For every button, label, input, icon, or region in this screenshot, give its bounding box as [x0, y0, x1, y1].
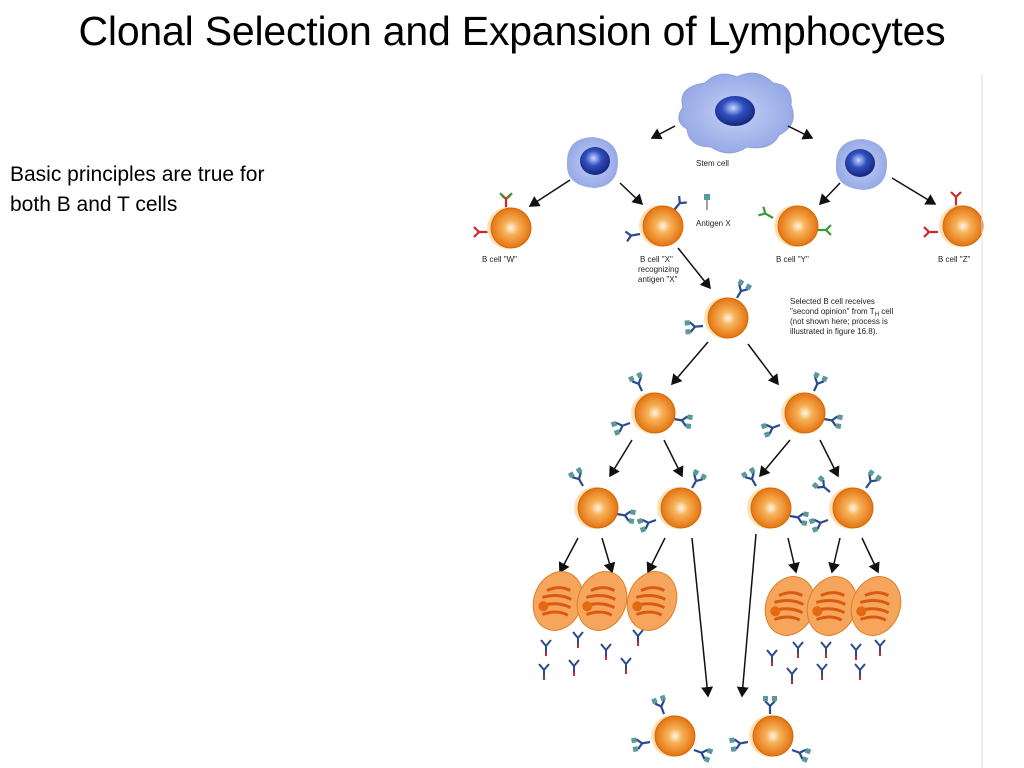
memory-cell-left — [629, 693, 715, 764]
progenitor-cell-right — [835, 139, 888, 190]
svg-text:Selected B cell receives: Selected B cell receives — [790, 297, 875, 306]
label-b-cell-x-2: recognizing — [638, 265, 679, 274]
body-line-1: Basic principles are true for — [10, 163, 265, 186]
plasma-cell-3 — [617, 563, 687, 639]
plasma-cell-2 — [567, 563, 637, 639]
selected-note: Selected B cell receives "second opinion… — [790, 297, 893, 336]
label-stem-cell: Stem cell — [696, 159, 729, 168]
progenitor-cell-left — [566, 137, 619, 188]
label-b-cell-x-1: B cell "X" — [640, 255, 673, 264]
svg-text:(not shown here; process is: (not shown here; process is — [790, 317, 888, 326]
b-cell-y — [757, 204, 833, 248]
clone-gen2-right — [759, 370, 845, 439]
clone-gen3-1 — [566, 465, 638, 530]
slide-title: Clonal Selection and Expansion of Lympho… — [78, 8, 946, 54]
label-antigen-x: Antigen X — [696, 219, 731, 228]
svg-text:"second opinion" from TH cell: "second opinion" from TH cell — [790, 307, 893, 318]
label-b-cell-x-3: antigen "X" — [638, 275, 678, 284]
label-b-cell-z: B cell "Z" — [938, 255, 971, 264]
plasma-cell-6 — [841, 568, 911, 644]
selected-b-cell — [683, 277, 754, 340]
b-cell-z — [922, 190, 984, 248]
clone-gen3-3 — [739, 465, 811, 530]
b-cell-x — [624, 194, 688, 248]
svg-text:illustrated in figure 16.8).: illustrated in figure 16.8). — [790, 327, 878, 336]
memory-cell-right — [727, 694, 813, 764]
clone-gen3-4 — [807, 468, 884, 534]
body-line-2: both B and T cells — [10, 193, 178, 216]
free-antibodies — [538, 629, 886, 685]
clone-gen3-2 — [635, 467, 709, 534]
label-b-cell-y: B cell "Y" — [776, 255, 809, 264]
slide-body-text: Basic principles are true for both B and… — [10, 160, 340, 220]
stem-cell — [678, 72, 794, 154]
clonal-selection-figure: Stem cell B cell "W" Antigen X B cell "X… — [460, 68, 990, 768]
clone-gen2-left — [609, 370, 695, 437]
label-b-cell-w: B cell "W" — [482, 255, 517, 264]
b-cell-w — [472, 192, 532, 250]
antigen-x — [704, 194, 710, 210]
